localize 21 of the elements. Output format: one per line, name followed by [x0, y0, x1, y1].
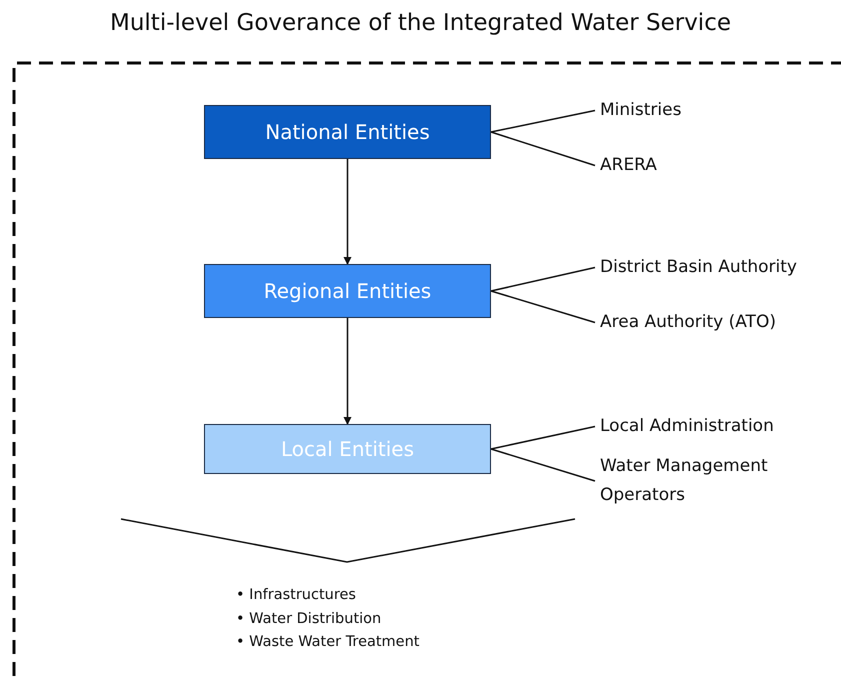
- connector-line: [490, 290, 596, 324]
- arrow: [344, 159, 352, 265]
- entity-label: Water Management Operators: [600, 452, 810, 510]
- entity-label: Area Authority (ATO): [600, 308, 820, 337]
- connector-line: [490, 448, 596, 482]
- connector-line: [490, 110, 596, 133]
- connector-line: [490, 131, 596, 166]
- entity-label: District Basin Authority: [600, 253, 840, 282]
- entity-box: Local Entities: [204, 424, 491, 474]
- entity-label: Local Administration: [600, 412, 820, 441]
- entity-label: Ministries: [600, 96, 800, 125]
- entity-box: Regional Entities: [204, 264, 491, 318]
- diagram-title: Multi-level Goverance of the Integrated Water Service: [108, 10, 732, 36]
- connector-line: [490, 426, 596, 450]
- entity-label: ARERA: [600, 151, 800, 180]
- list-item: • Waste Water Treatment: [236, 633, 420, 652]
- list-item: • Infrastructures: [236, 586, 357, 605]
- connector-line: [490, 266, 596, 292]
- arrow: [344, 318, 352, 425]
- list-item: • Water Distribution: [236, 610, 382, 628]
- entity-box: National Entities: [204, 105, 491, 159]
